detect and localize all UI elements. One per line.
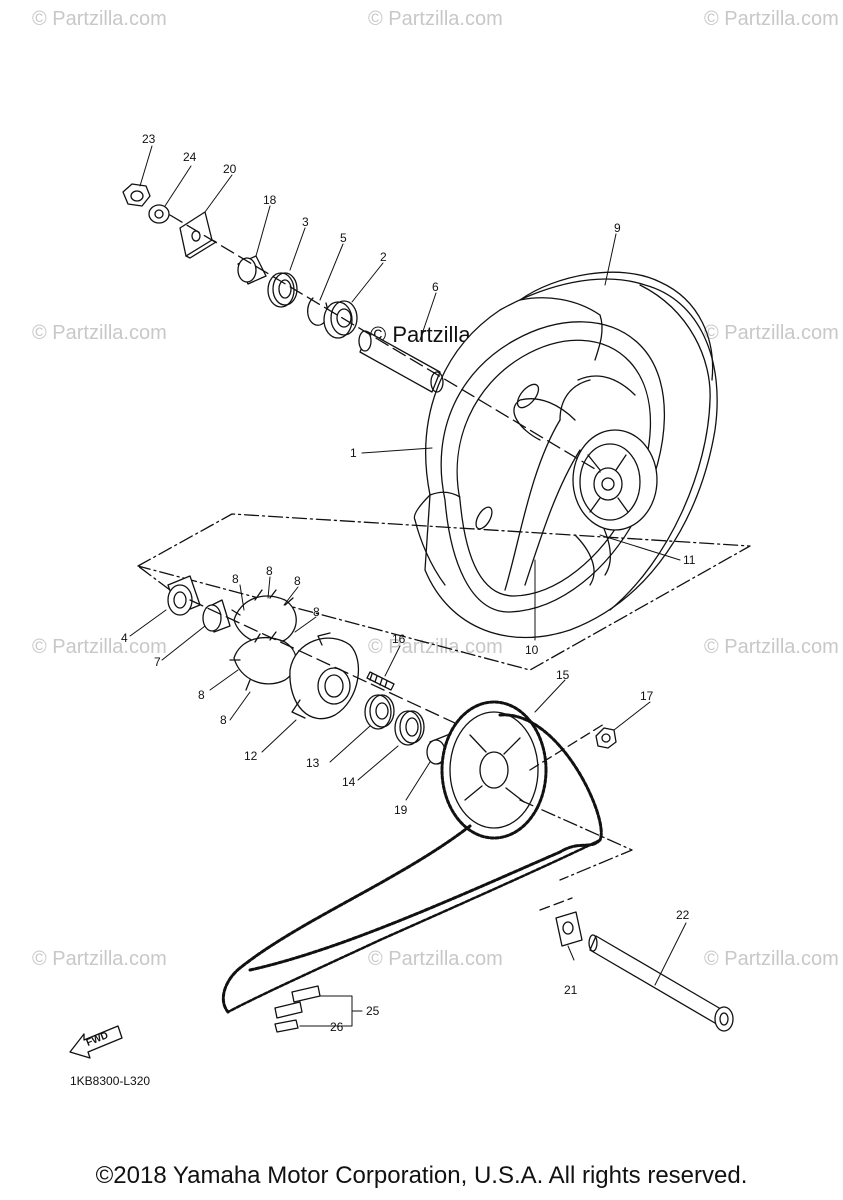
collar-7 bbox=[202, 599, 231, 633]
watermark: © Partzilla.com bbox=[704, 948, 839, 970]
callout-16: 16 bbox=[392, 632, 406, 646]
callout-13: 13 bbox=[306, 756, 320, 770]
rear-wheel bbox=[504, 375, 658, 591]
rear-tire bbox=[413, 271, 718, 638]
callout-10: 10 bbox=[525, 643, 539, 657]
callout-20: 20 bbox=[223, 162, 237, 176]
sprocket-15 bbox=[440, 700, 548, 840]
stud-bolt-16 bbox=[366, 671, 395, 691]
bearing-4 bbox=[167, 575, 201, 616]
hub-assembly-outline bbox=[137, 513, 751, 671]
chain-link-25 bbox=[274, 985, 321, 1019]
hub-centerline bbox=[189, 599, 471, 731]
callout-11: 11 bbox=[683, 553, 696, 567]
callout-25: 25 bbox=[366, 1004, 380, 1018]
callout-8: 8 bbox=[313, 605, 320, 619]
callout-6: 6 bbox=[432, 280, 439, 294]
fwd-arrow-icon bbox=[69, 1025, 123, 1059]
callout-8: 8 bbox=[232, 572, 239, 586]
watermark: © Partzilla.com bbox=[704, 322, 839, 344]
callout-22: 22 bbox=[676, 908, 690, 922]
watermark: © Partzilla.com bbox=[368, 636, 503, 658]
watermark: © Partzilla.com bbox=[368, 948, 503, 970]
spacer-6 bbox=[358, 330, 444, 393]
oil-seal-14 bbox=[394, 710, 425, 746]
callout-18: 18 bbox=[263, 193, 277, 207]
callout-14: 14 bbox=[342, 775, 356, 789]
callout-9: 9 bbox=[614, 221, 621, 235]
watermark: © Partzilla.com bbox=[32, 636, 167, 658]
oil-seal-3 bbox=[267, 272, 298, 308]
callout-8: 8 bbox=[220, 713, 227, 727]
axle-centerline bbox=[169, 214, 601, 473]
callout-8: 8 bbox=[198, 688, 205, 702]
callout-23: 23 bbox=[142, 132, 156, 146]
watermark: © Partzilla.com bbox=[32, 948, 167, 970]
sprocket-outline-box bbox=[519, 799, 633, 881]
callout-8: 8 bbox=[266, 564, 273, 578]
wheel-axle-22 bbox=[588, 934, 734, 1032]
callout-7: 7 bbox=[154, 655, 161, 669]
watermark: © Partzilla.com bbox=[704, 8, 839, 30]
callout-2: 2 bbox=[380, 250, 387, 264]
watermark: © Partzilla.com bbox=[368, 8, 503, 30]
callout-5: 5 bbox=[340, 231, 347, 245]
clutch-hub-12 bbox=[289, 632, 360, 720]
washer-24 bbox=[148, 204, 170, 224]
callout-24: 24 bbox=[183, 150, 197, 164]
nut-23 bbox=[122, 183, 151, 207]
callout-4: 4 bbox=[121, 631, 128, 645]
callout-1: 1 bbox=[350, 446, 357, 460]
diagram-code: 1KB8300-L320 bbox=[70, 1074, 151, 1088]
chain-link-26 bbox=[274, 1019, 299, 1033]
callout-15: 15 bbox=[556, 668, 570, 682]
callout-26: 26 bbox=[330, 1020, 344, 1034]
drive-chain bbox=[221, 713, 603, 1014]
bearing-2 bbox=[323, 300, 358, 339]
callout-17: 17 bbox=[640, 689, 654, 703]
callout-8: 8 bbox=[294, 574, 301, 588]
copyright-notice: ©2018 Yamaha Motor Corporation, U.S.A. A… bbox=[95, 1162, 748, 1189]
callout-19: 19 bbox=[394, 803, 408, 817]
bearing-13 bbox=[364, 694, 395, 730]
watermark: © Partzilla.com bbox=[32, 322, 167, 344]
watermark: © Partzilla.com bbox=[32, 8, 167, 30]
callout-21: 21 bbox=[564, 983, 578, 997]
leader-lines bbox=[129, 145, 687, 1027]
callout-3: 3 bbox=[302, 215, 309, 229]
callout-12: 12 bbox=[244, 749, 258, 763]
adjuster-plate-21 bbox=[555, 911, 583, 947]
collar-18 bbox=[237, 255, 267, 285]
watermark: © Partzilla.com bbox=[704, 636, 839, 658]
plate-20 bbox=[179, 211, 217, 259]
axle-outline bbox=[539, 897, 573, 911]
nut-17 bbox=[595, 727, 617, 749]
sprocket-bolt-line bbox=[529, 723, 605, 771]
damper-8 bbox=[229, 589, 297, 691]
